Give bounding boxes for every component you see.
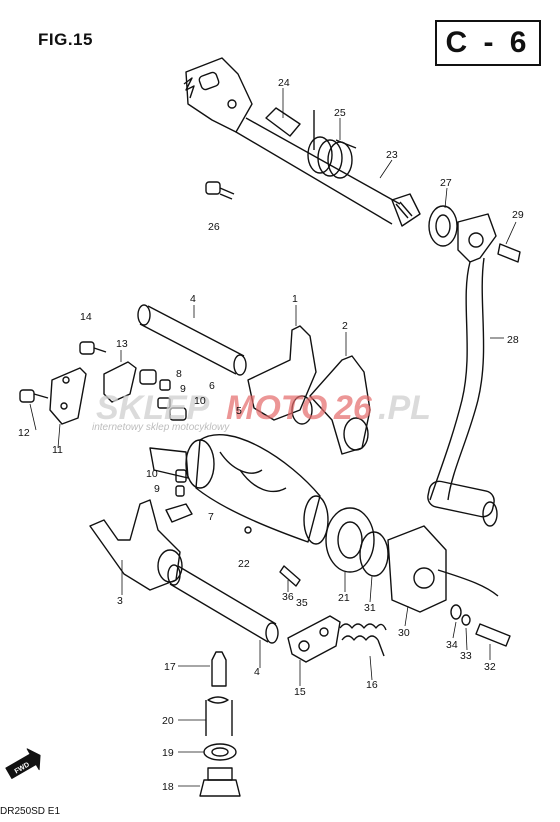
gearshift-lever (427, 213, 521, 527)
callout-34: 34 (446, 639, 458, 651)
shift-spring-16 (339, 623, 387, 657)
callout-6: 6 (209, 380, 215, 392)
shift-fork-3 (89, 499, 183, 591)
callout-24: 24 (278, 77, 290, 89)
callout-19: 19 (162, 747, 174, 759)
callout-9-upper: 9 (180, 383, 186, 395)
shift-pawl (287, 615, 341, 663)
leader-lines (29, 88, 517, 787)
o-ring-31 (359, 531, 389, 577)
pin-assembly (244, 526, 301, 587)
callout-9-lower: 9 (154, 483, 160, 495)
return-spring (307, 110, 357, 179)
callout-30: 30 (398, 627, 410, 639)
callout-4-upper: 4 (190, 293, 196, 305)
callout-12: 12 (18, 427, 30, 439)
bolt-26 (205, 181, 235, 200)
screw-32 (450, 604, 511, 647)
figure-title: FIG.15 (38, 30, 93, 49)
gearshift-shaft (183, 57, 421, 227)
callout-27: 27 (440, 177, 452, 189)
callout-18: 18 (162, 781, 174, 793)
oil-seal (428, 205, 458, 247)
callout-25: 25 (334, 107, 346, 119)
neutral-stack (199, 651, 241, 797)
callout-16: 16 (366, 679, 378, 691)
callout-10-lower: 10 (146, 468, 158, 480)
shift-cam-drum (149, 434, 329, 545)
watermark-tagline: internetowy sklep motocyklowy (92, 422, 230, 433)
shift-fork-1 (247, 325, 317, 425)
callout-1: 1 (292, 293, 298, 305)
callout-17: 17 (164, 661, 176, 673)
callout-26: 26 (208, 221, 220, 233)
stopper-plate (19, 367, 87, 425)
section-code-box: C - 6 (435, 20, 541, 66)
callout-3: 3 (117, 595, 123, 607)
cam-guide (79, 341, 137, 403)
callout-35: 35 (296, 597, 308, 609)
callout-32: 32 (484, 661, 496, 673)
callout-10-upper: 10 (194, 395, 206, 407)
callouts: 24 25 23 27 29 26 28 4 1 2 14 13 8 9 6 1… (18, 77, 524, 793)
callout-15: 15 (294, 686, 306, 698)
watermark-part2: MOTO (226, 389, 327, 427)
callout-23: 23 (386, 149, 398, 161)
callout-13: 13 (116, 338, 128, 350)
washer-21 (325, 507, 375, 573)
forward-arrow-icon: FWD (5, 748, 41, 779)
small-parts (139, 369, 193, 523)
callout-33: 33 (460, 650, 472, 662)
shift-cover-30 (387, 525, 499, 613)
watermark-part3: 26 (333, 389, 373, 427)
callout-14: 14 (80, 311, 92, 323)
callout-31: 31 (364, 602, 376, 614)
fork-shaft-upper (137, 304, 247, 376)
callout-7: 7 (208, 511, 214, 523)
callout-8: 8 (176, 368, 182, 380)
fork-shaft-lower (167, 564, 279, 644)
callout-11: 11 (52, 444, 63, 456)
watermark: SKLEP MOTO 26 .PL internetowy sklep moto… (92, 389, 431, 433)
shift-fork-2 (309, 355, 371, 455)
callout-29: 29 (512, 209, 524, 221)
callout-20: 20 (162, 715, 174, 727)
callout-36: 36 (282, 591, 294, 603)
watermark-part1: SKLEP (96, 389, 210, 427)
callout-2: 2 (342, 320, 348, 332)
watermark-part4: .PL (378, 389, 431, 427)
callout-21: 21 (338, 592, 350, 604)
callout-4-lower: 4 (254, 666, 260, 678)
callout-5: 5 (236, 405, 242, 417)
callout-22: 22 (238, 558, 250, 570)
callout-28: 28 (507, 334, 519, 346)
footer-model-code: DR250SD E1 (0, 806, 61, 817)
